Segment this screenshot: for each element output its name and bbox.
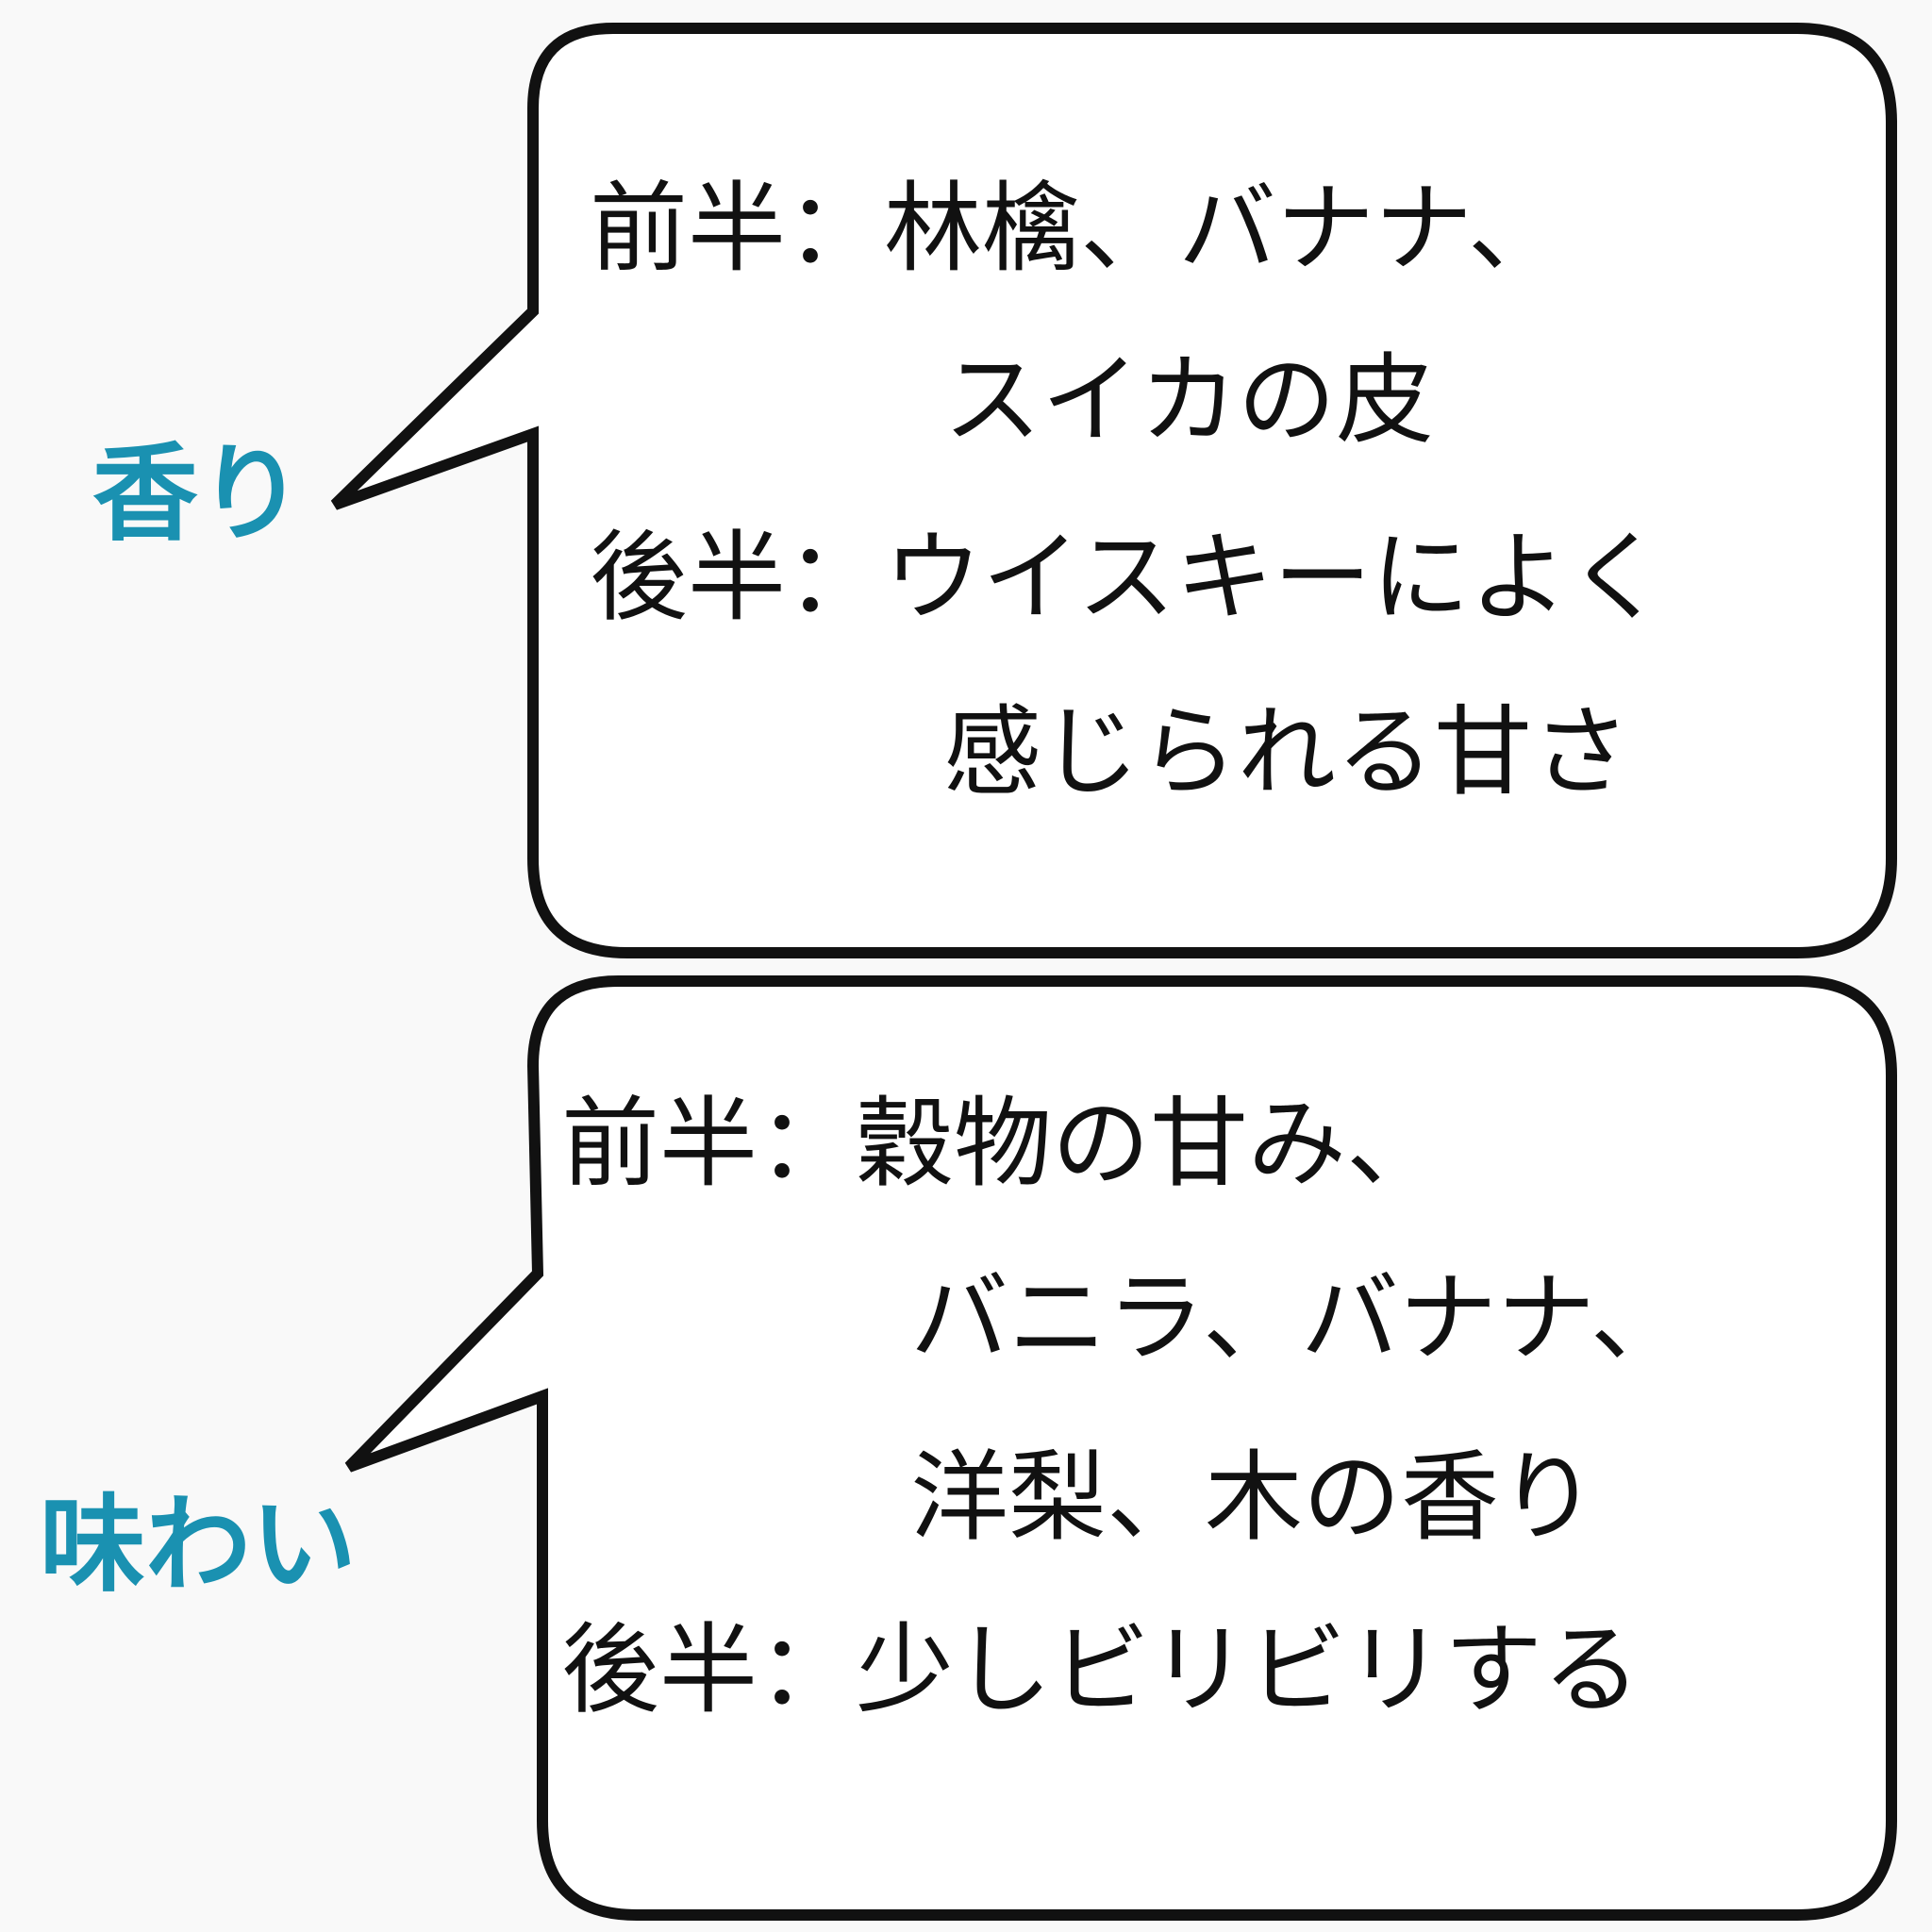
taste-late-prefix: 後半：: [561, 1612, 857, 1727]
taste-note-line: 前半：穀物の甘み、: [561, 1094, 1444, 1192]
aroma-note-text: 林檎、バナナ、: [884, 171, 1566, 286]
aroma-note-line: スイカの皮: [943, 351, 1434, 449]
taste-note-text: バニラ、バナナ、: [910, 1260, 1689, 1375]
aroma-speech-bubble: [330, 23, 1897, 958]
aroma-early-prefix: 前半：: [590, 171, 885, 286]
aroma-note-line: 前半：林檎、バナナ、: [590, 179, 1566, 277]
taste-note-line: バニラ、バナナ、: [910, 1269, 1689, 1367]
aroma-note-line: 感じられる甘さ: [943, 703, 1630, 801]
taste-label: 味わい: [40, 1484, 357, 1607]
aroma-note-line: 後半：ウイスキーによく: [590, 528, 1666, 626]
taste-note-line: 後半：少しビリビリする: [561, 1621, 1641, 1719]
aroma-note-text: 感じられる甘さ: [943, 694, 1631, 809]
taste-note-text: 洋梨、木の香り: [910, 1440, 1598, 1555]
aroma-late-prefix: 後半：: [590, 520, 885, 635]
taste-note-text: 少しビリビリする: [856, 1612, 1641, 1727]
taste-note-line: 洋梨、木の香り: [910, 1448, 1597, 1546]
aroma-note-text: ウイスキーによく: [884, 520, 1666, 635]
taste-early-prefix: 前半：: [561, 1086, 857, 1201]
aroma-note-text: スイカの皮: [943, 342, 1435, 458]
taste-speech-bubble: [344, 975, 1897, 1921]
aroma-label: 香り: [92, 433, 304, 556]
taste-note-text: 穀物の甘み、: [856, 1086, 1445, 1201]
